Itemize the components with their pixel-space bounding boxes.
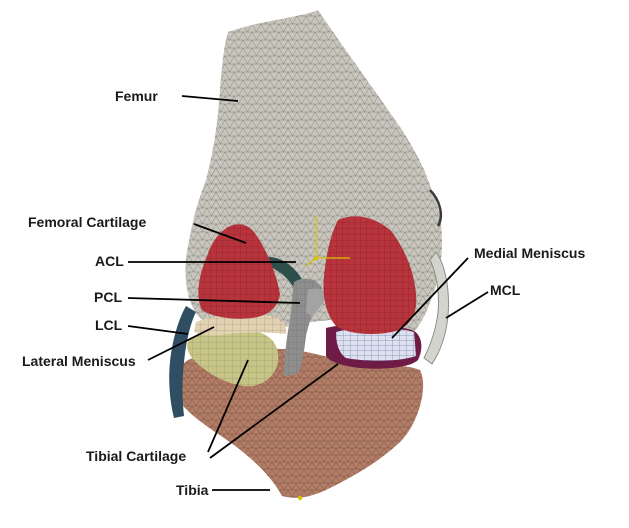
label-lateral-meniscus: Lateral Meniscus (22, 353, 136, 369)
label-pcl: PCL (94, 289, 122, 305)
label-tibia: Tibia (176, 482, 208, 498)
label-medial-meniscus: Medial Meniscus (474, 245, 585, 261)
label-tibial-cartilage: Tibial Cartilage (86, 448, 186, 464)
label-mcl: MCL (490, 282, 520, 298)
leader-mcl (446, 292, 488, 318)
label-acl: ACL (95, 253, 124, 269)
label-lcl: LCL (95, 317, 122, 333)
tibia-marker-icon (298, 496, 302, 500)
label-femur: Femur (115, 88, 158, 104)
label-femoral-cartilage: Femoral Cartilage (28, 214, 146, 230)
